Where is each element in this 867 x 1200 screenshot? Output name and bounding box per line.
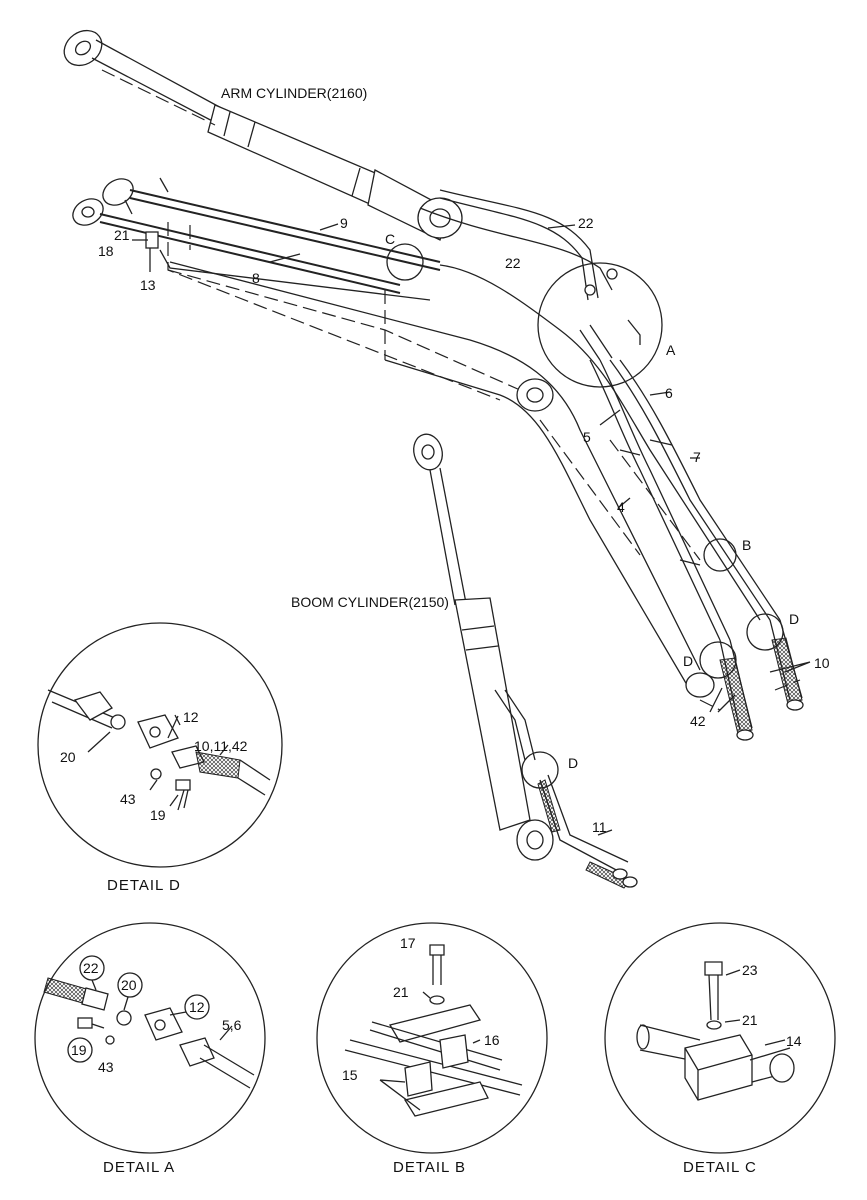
leader-lines	[132, 223, 811, 836]
callout-5: 5	[583, 429, 591, 445]
detail-a-title: DETAIL A	[103, 1159, 175, 1176]
detail-d-10-11-42: 10,11,42	[194, 738, 248, 754]
detail-a-19: 19	[71, 1042, 87, 1058]
detail-d-title: DETAIL D	[107, 877, 181, 894]
callout-D3: D	[568, 755, 578, 771]
detail-d-19: 19	[150, 807, 166, 823]
callout-D2: D	[683, 653, 693, 669]
callout-D1: D	[789, 611, 799, 627]
callout-9: 9	[340, 215, 348, 231]
boom	[169, 261, 761, 698]
detail-c	[604, 922, 836, 1154]
detail-a-22: 22	[83, 960, 99, 976]
detail-c-title: DETAIL C	[683, 1159, 757, 1176]
arm-cylinder-label: ARM CYLINDER(2160)	[221, 85, 367, 101]
detail-b-15: 15	[342, 1067, 358, 1083]
detail-b-17: 17	[400, 935, 416, 951]
detail-a-20: 20	[121, 977, 137, 993]
callout-C: C	[385, 231, 395, 247]
detail-a-5-6: 5,6	[222, 1017, 242, 1033]
callout-13: 13	[140, 277, 156, 293]
callout-21: 21	[114, 227, 130, 243]
boom-cylinder	[413, 433, 638, 889]
detail-b-16: 16	[484, 1032, 500, 1048]
detail-a-43: 43	[98, 1059, 114, 1075]
callout-11: 11	[592, 819, 607, 835]
detail-a	[34, 922, 266, 1154]
callout-42: 42	[690, 713, 706, 729]
callout-B: B	[742, 537, 751, 553]
detail-c-23: 23	[742, 962, 758, 978]
detail-d-20: 20	[60, 749, 76, 765]
boom-cylinder-label: BOOM CYLINDER(2150)	[291, 594, 449, 610]
detail-d-12: 12	[183, 709, 199, 725]
detail-locators	[386, 243, 784, 789]
detail-d	[37, 622, 283, 868]
detail-c-21: 21	[742, 1012, 758, 1028]
callout-22b: 22	[505, 255, 521, 271]
callout-10: 10	[814, 655, 830, 671]
callout-18: 18	[98, 243, 114, 259]
callout-4: 4	[617, 499, 625, 515]
callout-A: A	[666, 342, 676, 358]
callout-22a: 22	[578, 215, 594, 231]
callout-6: 6	[665, 385, 673, 401]
detail-d-43: 43	[120, 791, 136, 807]
detail-c-14: 14	[786, 1033, 802, 1049]
detail-b	[316, 922, 548, 1154]
detail-b-title: DETAIL B	[393, 1159, 466, 1176]
callout-8: 8	[252, 270, 260, 286]
callout-7: 7	[693, 449, 701, 465]
detail-b-21: 21	[393, 984, 409, 1000]
arm-cylinder	[63, 29, 463, 241]
detail-a-12: 12	[189, 999, 205, 1015]
arm-linkage	[72, 177, 521, 401]
